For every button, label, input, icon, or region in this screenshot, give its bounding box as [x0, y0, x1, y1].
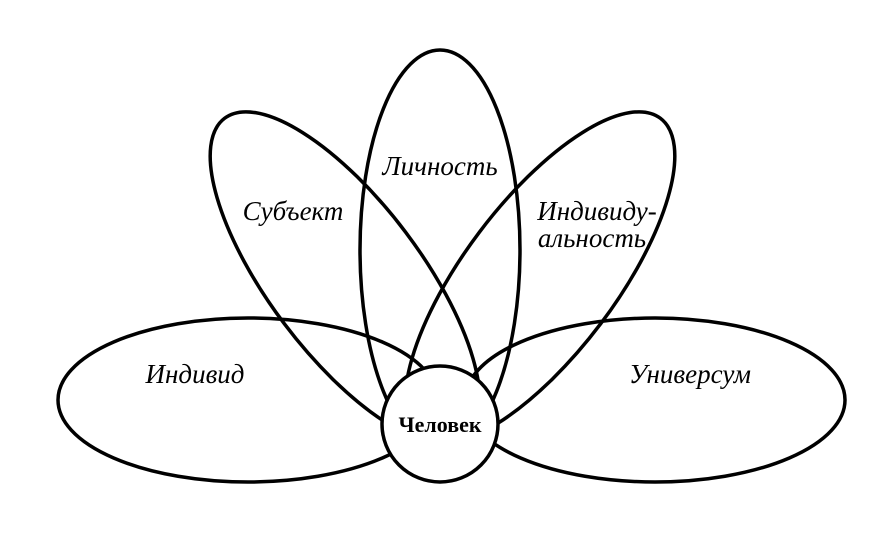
petal-individ — [56, 316, 440, 484]
center-circle — [380, 364, 500, 484]
label-universum: Универсум — [629, 359, 751, 389]
label-personality: Личность — [381, 151, 497, 181]
label-individuality-line1: Индивиду- — [536, 196, 657, 226]
petal-universum — [463, 316, 847, 484]
label-individ: Индивид — [145, 359, 245, 389]
label-subject: Субъект — [243, 196, 344, 226]
label-center: Человек — [398, 412, 481, 437]
label-individuality-line2: альность — [538, 223, 646, 253]
